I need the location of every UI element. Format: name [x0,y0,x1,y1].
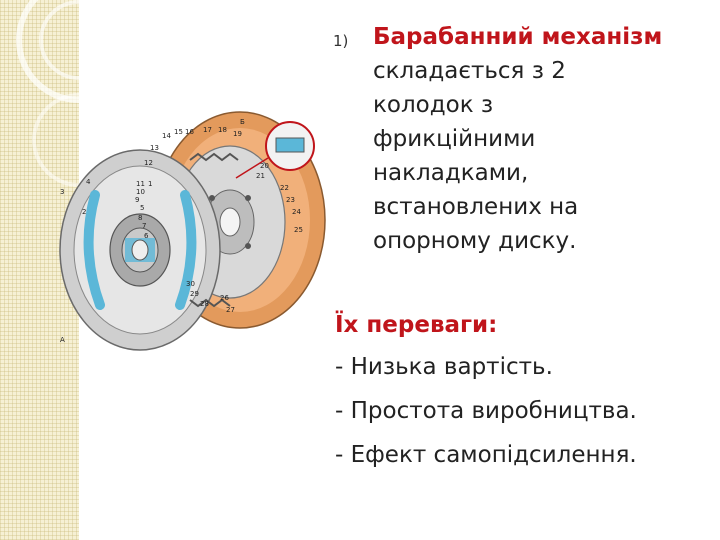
advantage-item: - Простота виробництва. [335,398,637,424]
point-number: 1) [333,32,349,50]
drum-brake-drawing: 1 2 3 4 5 6 7 8 9 10 11 12 13 14 15 16 1… [59,111,326,351]
callout-14: 14 [162,132,171,140]
callout-1: 1 [148,180,152,188]
point-title: Барабанний механізм [373,24,663,50]
callout-b: Б [240,118,245,126]
advantage-item: - Ефект самопідсилення. [335,442,637,468]
callout-10: 10 [136,188,145,196]
point-text: Барабанний механізм складається з 2 коло… [373,20,713,258]
callout-28: 28 [200,300,209,308]
callout-26: 26 [220,294,229,302]
advantages-section: Їх переваги: - Низька вартість. - Просто… [335,308,715,482]
point-line: встановлених на [373,194,579,220]
callout-19: 19 [233,130,242,138]
callout-30: 30 [186,280,195,288]
callout-11: 11 [136,180,145,188]
advantages-title: Їх переваги: [335,312,498,338]
callout-25: 25 [294,226,303,234]
point-line: фрикційними [373,126,536,152]
callout-21: 21 [256,172,265,180]
callout-7: 7 [142,222,146,230]
callout-29: 29 [190,290,199,298]
point-line: накладками, [373,160,529,186]
callout-20: 20 [260,162,269,170]
callout-8: 8 [138,214,142,222]
callout-23: 23 [286,196,295,204]
callout-6: 6 [144,232,149,240]
callout-16: 16 [185,128,194,136]
point-line: опорному диску. [373,228,577,254]
callout-a: A [60,336,65,344]
callout-9: 9 [135,196,139,204]
callout-18: 18 [218,126,227,134]
callout-24: 24 [292,208,301,216]
decorative-arcs [16,0,79,187]
point-line: колодок з [373,92,494,118]
callout-3: 3 [60,188,64,196]
callout-27: 27 [226,306,235,314]
advantage-item: - Низька вартість. [335,354,553,380]
callout-5: 5 [140,204,144,212]
callout-2: 2 [82,208,86,216]
drum-brake-illustration: 1 2 3 4 5 6 7 8 9 10 11 12 13 14 15 16 1… [40,110,330,360]
callout-22: 22 [280,184,289,192]
callout-12: 12 [144,159,153,167]
callout-15: 15 [174,128,183,136]
point-line: складається з 2 [373,58,566,84]
callout-13: 13 [150,144,159,152]
callout-4: 4 [86,178,91,186]
callout-17: 17 [203,126,212,134]
